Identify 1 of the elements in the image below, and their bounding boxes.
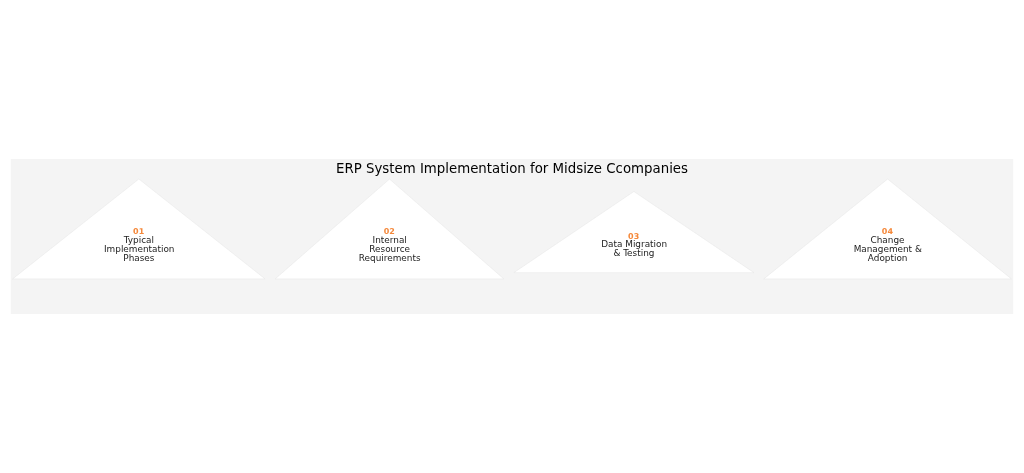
diagram-title: ERP System Implementation for Midsize Ccompanies (336, 161, 688, 177)
